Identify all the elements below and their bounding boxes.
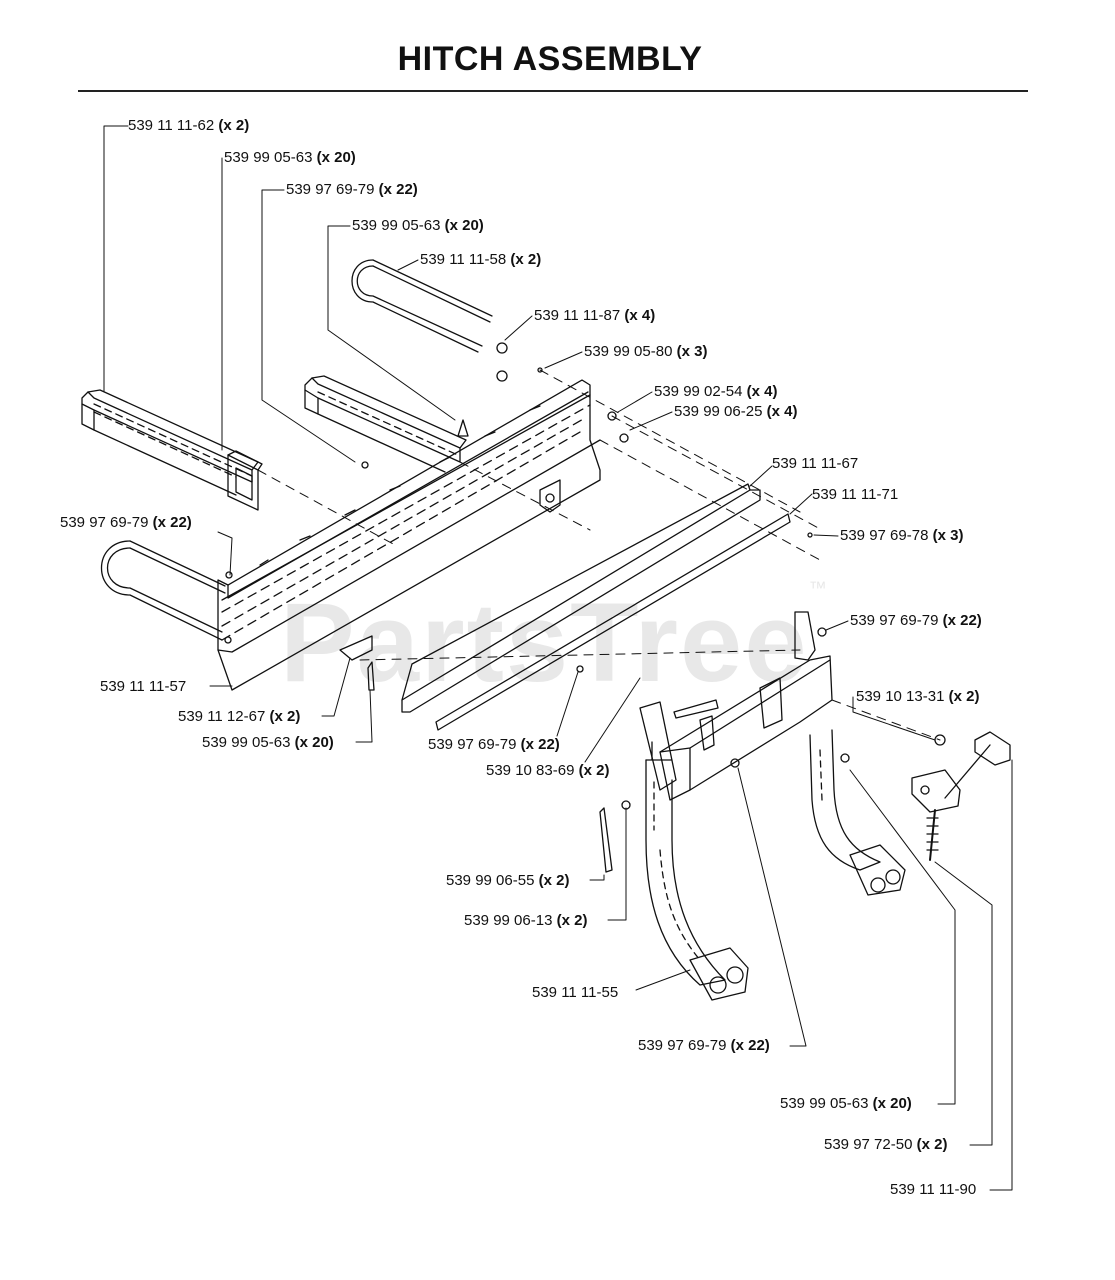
callout-2: 539 99 05-63 (x 20) [224,149,356,167]
lower-frame [639,611,906,1001]
callout-27: 539 11 11-90 [890,1181,976,1199]
part-number: 539 10 13-31 [856,688,945,705]
part-qty: (x 2) [510,251,542,268]
part-number: 539 97 69-79 [850,612,939,629]
callout-22: 539 99 06-13 (x 2) [464,912,587,930]
main-hitch-plate [217,379,601,691]
part-number: 539 99 05-63 [202,734,291,751]
part-qty: (x 2) [916,1136,948,1153]
callout-21: 539 99 06-55 (x 2) [446,872,569,890]
upper-u-handle [351,259,493,353]
part-number: 539 97 69-78 [840,527,929,544]
callout-12: 539 97 69-78 (x 3) [840,527,963,545]
callout-18: 539 97 69-79 (x 22) [428,736,560,754]
fasteners [224,342,946,873]
watermark-tm: ™ [808,578,829,598]
part-qty: (x 2) [218,117,250,134]
part-number: 539 97 69-79 [638,1037,727,1054]
part-qty: (x 2) [269,708,301,725]
strip-plate-67 [401,483,761,713]
callout-16: 539 11 12-67 (x 2) [178,708,300,726]
part-number: 539 11 11-57 [100,678,187,695]
part-qty: (x 20) [872,1095,912,1112]
part-number: 539 99 06-25 [674,403,763,420]
part-number: 539 99 06-55 [446,872,535,889]
part-number: 539 97 72-50 [824,1136,913,1153]
part-number: 539 99 05-80 [584,343,673,360]
part-number: 539 99 02-54 [654,383,743,400]
strip-plate-71 [435,513,791,731]
part-number: 539 99 06-13 [464,912,553,929]
callout-24: 539 97 69-79 (x 22) [638,1037,770,1055]
part-qty: (x 20) [294,734,334,751]
part-number: 539 97 69-79 [286,181,375,198]
alignment-lines [257,369,941,741]
part-qty: (x 20) [316,149,356,166]
part-number: 539 11 11-55 [532,984,619,1001]
part-number: 539 11 11-67 [772,455,859,472]
callout-13: 539 97 69-79 (x 22) [60,514,192,532]
lower-u-handle [100,540,226,641]
center-square-tube [304,375,467,473]
callout-7: 539 99 05-80 (x 3) [584,343,707,361]
part-number: 539 11 11-62 [128,117,215,134]
part-qty: (x 4) [746,383,778,400]
diagram-title: HITCH ASSEMBLY [397,40,703,78]
callout-1: 539 11 11-62 (x 2) [128,117,249,135]
callout-10: 539 11 11-67 [772,455,858,473]
callout-8: 539 99 02-54 (x 4) [654,383,777,401]
part-number: 539 99 05-63 [352,217,441,234]
part-number: 539 11 12-67 [178,708,266,725]
part-number: 539 97 69-79 [428,736,517,753]
callout-5: 539 11 11-58 (x 2) [420,251,541,269]
part-qty: (x 3) [676,343,708,360]
callout-26: 539 97 72-50 (x 2) [824,1136,947,1154]
part-number: 539 97 69-79 [60,514,149,531]
callout-19: 539 10 83-69 (x 2) [486,762,609,780]
callout-14: 539 97 69-79 (x 22) [850,612,982,630]
callout-17: 539 99 05-63 (x 20) [202,734,334,752]
part-qty: (x 22) [942,612,982,629]
part-qty: (x 2) [948,688,980,705]
part-qty: (x 4) [624,307,656,324]
part-number: 539 99 05-63 [780,1095,869,1112]
leader-lines [103,125,1013,1191]
part-number: 539 11 11-58 [420,251,507,268]
part-number: 539 10 83-69 [486,762,575,779]
part-number: 539 11 11-71 [812,486,899,503]
part-number: 539 11 11-90 [890,1181,977,1198]
title-rule [78,90,1028,92]
callout-23: 539 11 11-55 [532,984,618,1002]
part-qty: (x 2) [578,762,610,779]
callout-4: 539 99 05-63 (x 20) [352,217,484,235]
part-number: 539 11 11-87 [534,307,621,324]
part-qty: (x 3) [932,527,964,544]
part-qty: (x 2) [538,872,570,889]
part-qty: (x 2) [556,912,588,929]
hitch-pin-bracket [911,731,1011,861]
part-qty: (x 20) [444,217,484,234]
callout-6: 539 11 11-87 (x 4) [534,307,655,325]
part-qty: (x 22) [520,736,560,753]
left-square-tube [81,389,263,511]
part-qty: (x 22) [378,181,418,198]
part-qty: (x 22) [730,1037,770,1054]
part-qty: (x 22) [152,514,192,531]
watermark: PartsTree™ [280,578,829,707]
callout-9: 539 99 06-25 (x 4) [674,403,797,421]
callout-25: 539 99 05-63 (x 20) [780,1095,912,1113]
part-number: 539 99 05-63 [224,149,313,166]
callout-11: 539 11 11-71 [812,486,898,504]
callout-3: 539 97 69-79 (x 22) [286,181,418,199]
watermark-text: PartsTree [280,580,809,705]
callout-15: 539 11 11-57 [100,678,186,696]
part-qty: (x 4) [766,403,798,420]
callout-20: 539 10 13-31 (x 2) [856,688,979,706]
